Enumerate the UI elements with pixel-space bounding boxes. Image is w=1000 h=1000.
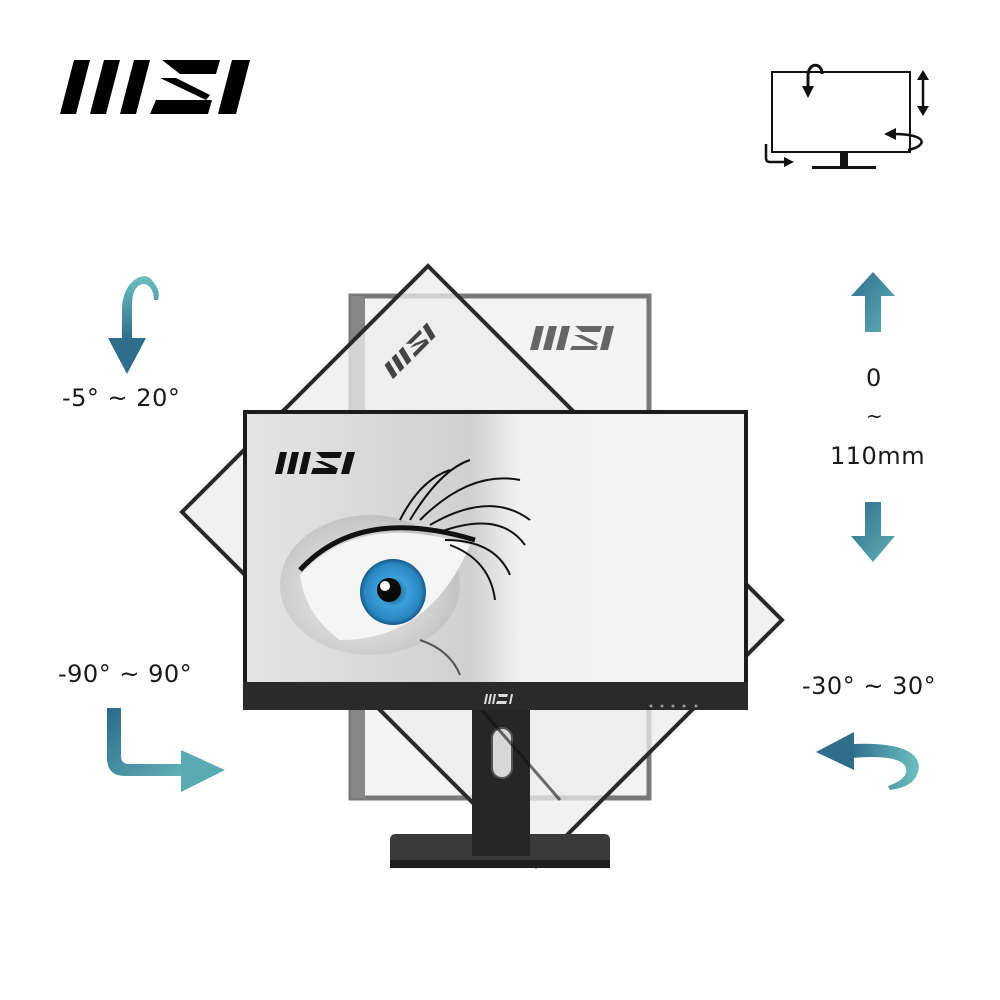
bezel-buttons (649, 704, 698, 708)
swivel-arrow-icon (814, 730, 924, 796)
pivot-range-label: -90° ~ 90° (58, 660, 193, 688)
arrow-up-icon (848, 270, 898, 335)
arrow-down-icon (848, 500, 898, 565)
tilt-arrow-icon (100, 270, 170, 380)
monitor-stand (390, 700, 610, 868)
height-from-label: 0 (866, 364, 882, 392)
height-to-label: 110mm (830, 442, 926, 470)
screen-msi-logo (275, 452, 355, 474)
swivel-range-label: -30° ~ 30° (802, 672, 937, 700)
monitor-adjustment-diagram-icon (760, 62, 940, 174)
main-monitor (243, 410, 748, 710)
tilt-range-label: -5° ~ 20° (62, 384, 181, 412)
bezel-msi-logo (484, 694, 513, 704)
pivot-arrow-icon (105, 706, 230, 798)
height-sep-label: ~ (866, 404, 884, 428)
msi-logo (60, 58, 250, 116)
